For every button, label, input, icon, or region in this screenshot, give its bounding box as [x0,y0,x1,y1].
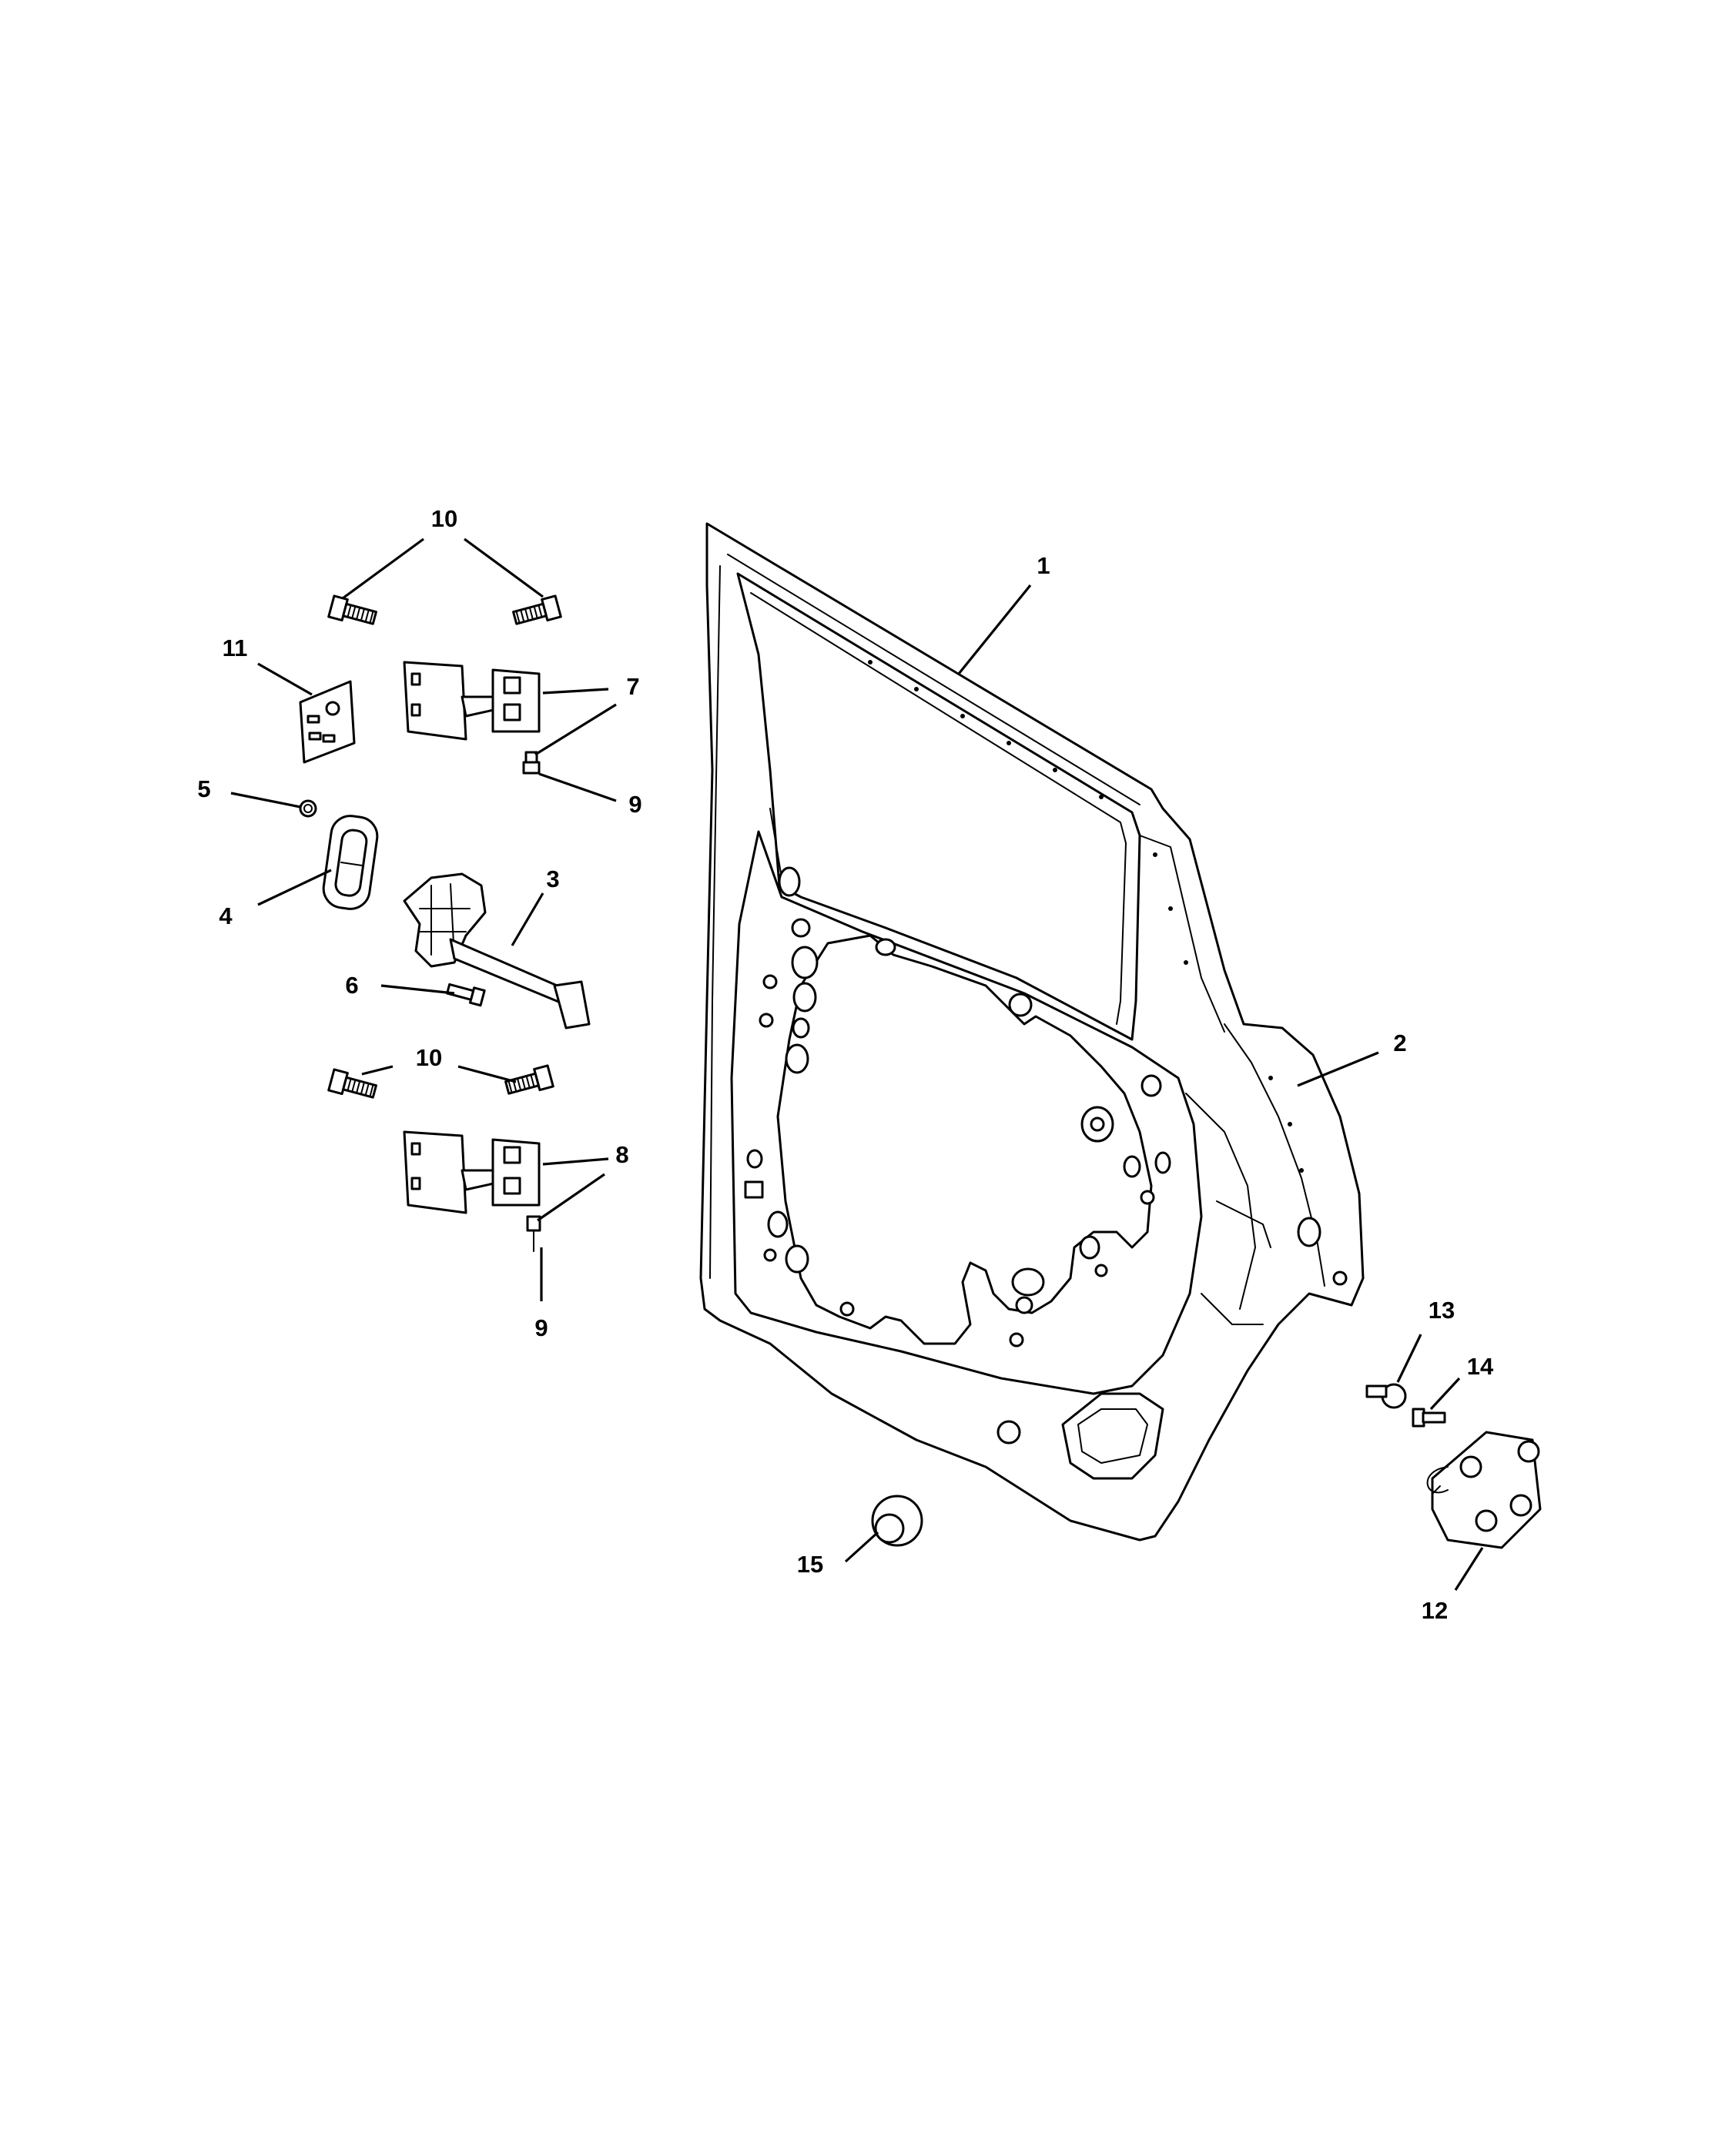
check-screw [446,983,486,1007]
window-glass-line [750,592,1127,1025]
hinge-pin-bolt-upper [522,751,541,775]
bolt-upper-left [327,594,377,625]
callout-5: 5 [197,775,210,802]
lower-hinge [403,1130,541,1214]
striker-bolt-14 [1412,1408,1446,1428]
callout-10-lower: 10 [416,1044,442,1071]
callout-2: 2 [1393,1029,1406,1056]
callout-3: 3 [546,865,559,892]
door-shell [699,522,1365,1542]
bolt-lower-right [504,1064,554,1095]
striker-bolt-13 [1365,1383,1407,1409]
hinge-shim-plate [299,680,356,764]
upper-hinge [403,661,541,741]
callout-13: 13 [1429,1297,1455,1324]
callout-11: 11 [223,634,248,661]
door-window-frame [736,572,1141,1041]
callout-1: 1 [1037,552,1050,579]
callout-labels: 1 2 3 4 5 6 7 8 9 9 10 10 11 12 13 14 15 [197,505,1494,1624]
drain-plug [871,1495,923,1547]
check-nut [299,799,317,818]
leader-lines [230,537,1484,1591]
rear-pillar [1185,1023,1325,1325]
callout-9-lower: 9 [534,1314,548,1341]
door-striker [1426,1431,1542,1549]
bolt-upper-right [512,594,562,625]
hinge-pin-bolt-lower [526,1215,541,1252]
callout-7: 7 [626,673,639,700]
callout-6: 6 [345,972,358,999]
callout-4: 4 [219,902,233,929]
door-access-cutout [776,934,1153,1345]
door-holes [744,866,1348,1445]
callout-14: 14 [1467,1353,1494,1380]
callout-8: 8 [615,1141,628,1168]
bolt-lower-left [327,1068,377,1099]
callout-9-upper: 9 [628,791,641,818]
frame-rivets [868,660,1304,1173]
callout-12: 12 [1422,1597,1448,1624]
check-seal [322,815,379,910]
door-check-strap [403,872,591,1029]
door-lower-pocket [1061,1392,1164,1480]
callout-15: 15 [797,1551,823,1578]
callout-10-upper: 10 [431,505,457,532]
